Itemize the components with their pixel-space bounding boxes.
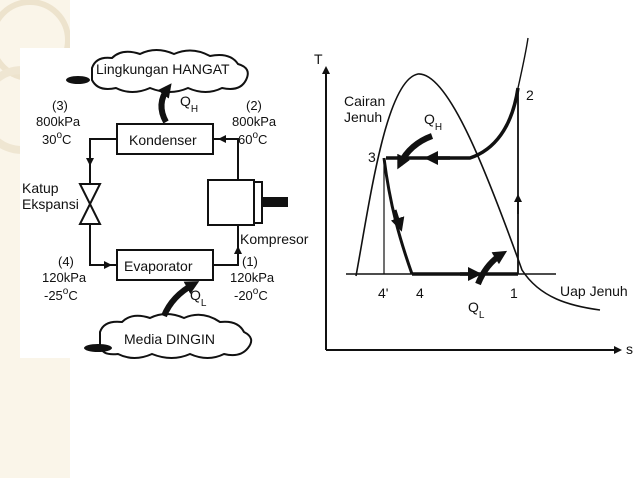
cold-environment-cloud: Media DINGIN [84, 313, 253, 359]
pipe-valve-to-evaporator [89, 224, 117, 266]
evaporator-box [116, 249, 214, 281]
point-1-label: 1 [510, 285, 518, 301]
state-3-pressure: 800kPa [36, 114, 81, 129]
state-2-pressure: 800kPa [232, 114, 277, 129]
compressor-icon [207, 179, 288, 226]
cycle-schematic: Lingkungan HANGAT Media DINGIN Kondenser… [22, 49, 309, 359]
state-3-temp: 30oC [42, 130, 71, 147]
valve-label-line1: Katup [22, 180, 59, 196]
state-4-pressure: 120kPa [42, 270, 87, 285]
cold-environment-label: Media DINGIN [124, 331, 215, 347]
saturated-liquid-label-1: Cairan [344, 93, 385, 109]
expansion-valve-icon [78, 183, 102, 225]
ts-diagram: T s QH QL Cair [314, 37, 633, 357]
qh-label: QH [180, 93, 198, 115]
pipe-compressor-to-condenser [213, 138, 239, 180]
condenser-label: Kondenser [129, 132, 197, 148]
ts-qh-label: QH [424, 111, 442, 133]
ql-label: QL [190, 287, 207, 309]
point-3-label: 3 [368, 149, 376, 165]
hot-environment-label: Lingkungan HANGAT [96, 61, 230, 77]
state-3-id: (3) [52, 98, 68, 113]
throttling-arrow [390, 209, 405, 232]
state-2-temp: 60oC [238, 130, 267, 147]
state-4-id: (4) [58, 254, 74, 269]
ts-heat-in-arrow [475, 250, 508, 286]
state-1-id: (1) [242, 254, 258, 269]
heat-in-arrow [161, 281, 200, 318]
heat-out-arrow [157, 83, 172, 124]
hot-environment-cloud: Lingkungan HANGAT [66, 49, 249, 93]
saturated-liquid-label-2: Jenuh [344, 109, 382, 125]
state-1-temp: -20oC [234, 286, 268, 303]
state-2-id: (2) [246, 98, 262, 113]
evaporator-label: Evaporator [124, 258, 193, 274]
t-axis-label: T [314, 51, 323, 67]
point-2-label: 2 [526, 87, 534, 103]
saturation-dome [355, 73, 601, 311]
compressor-label: Kompresor [240, 231, 309, 247]
saturated-vapor-label: Uap Jenuh [560, 283, 628, 299]
state-4-temp: -25oC [44, 286, 78, 303]
s-axis-label: s [626, 341, 633, 357]
high-pressure-line [517, 37, 529, 89]
state-1-pressure: 120kPa [230, 270, 275, 285]
condensation-process [386, 87, 520, 160]
valve-label-line2: Ekspansi [22, 196, 79, 212]
ts-ql-label: QL [468, 299, 485, 321]
ts-heat-out-arrow [397, 133, 434, 170]
point-4prime-label: 4' [378, 285, 388, 301]
point-4-label: 4 [416, 285, 424, 301]
pipe-evaporator-to-compressor [213, 225, 239, 266]
pipe-condenser-to-valve [89, 138, 117, 184]
